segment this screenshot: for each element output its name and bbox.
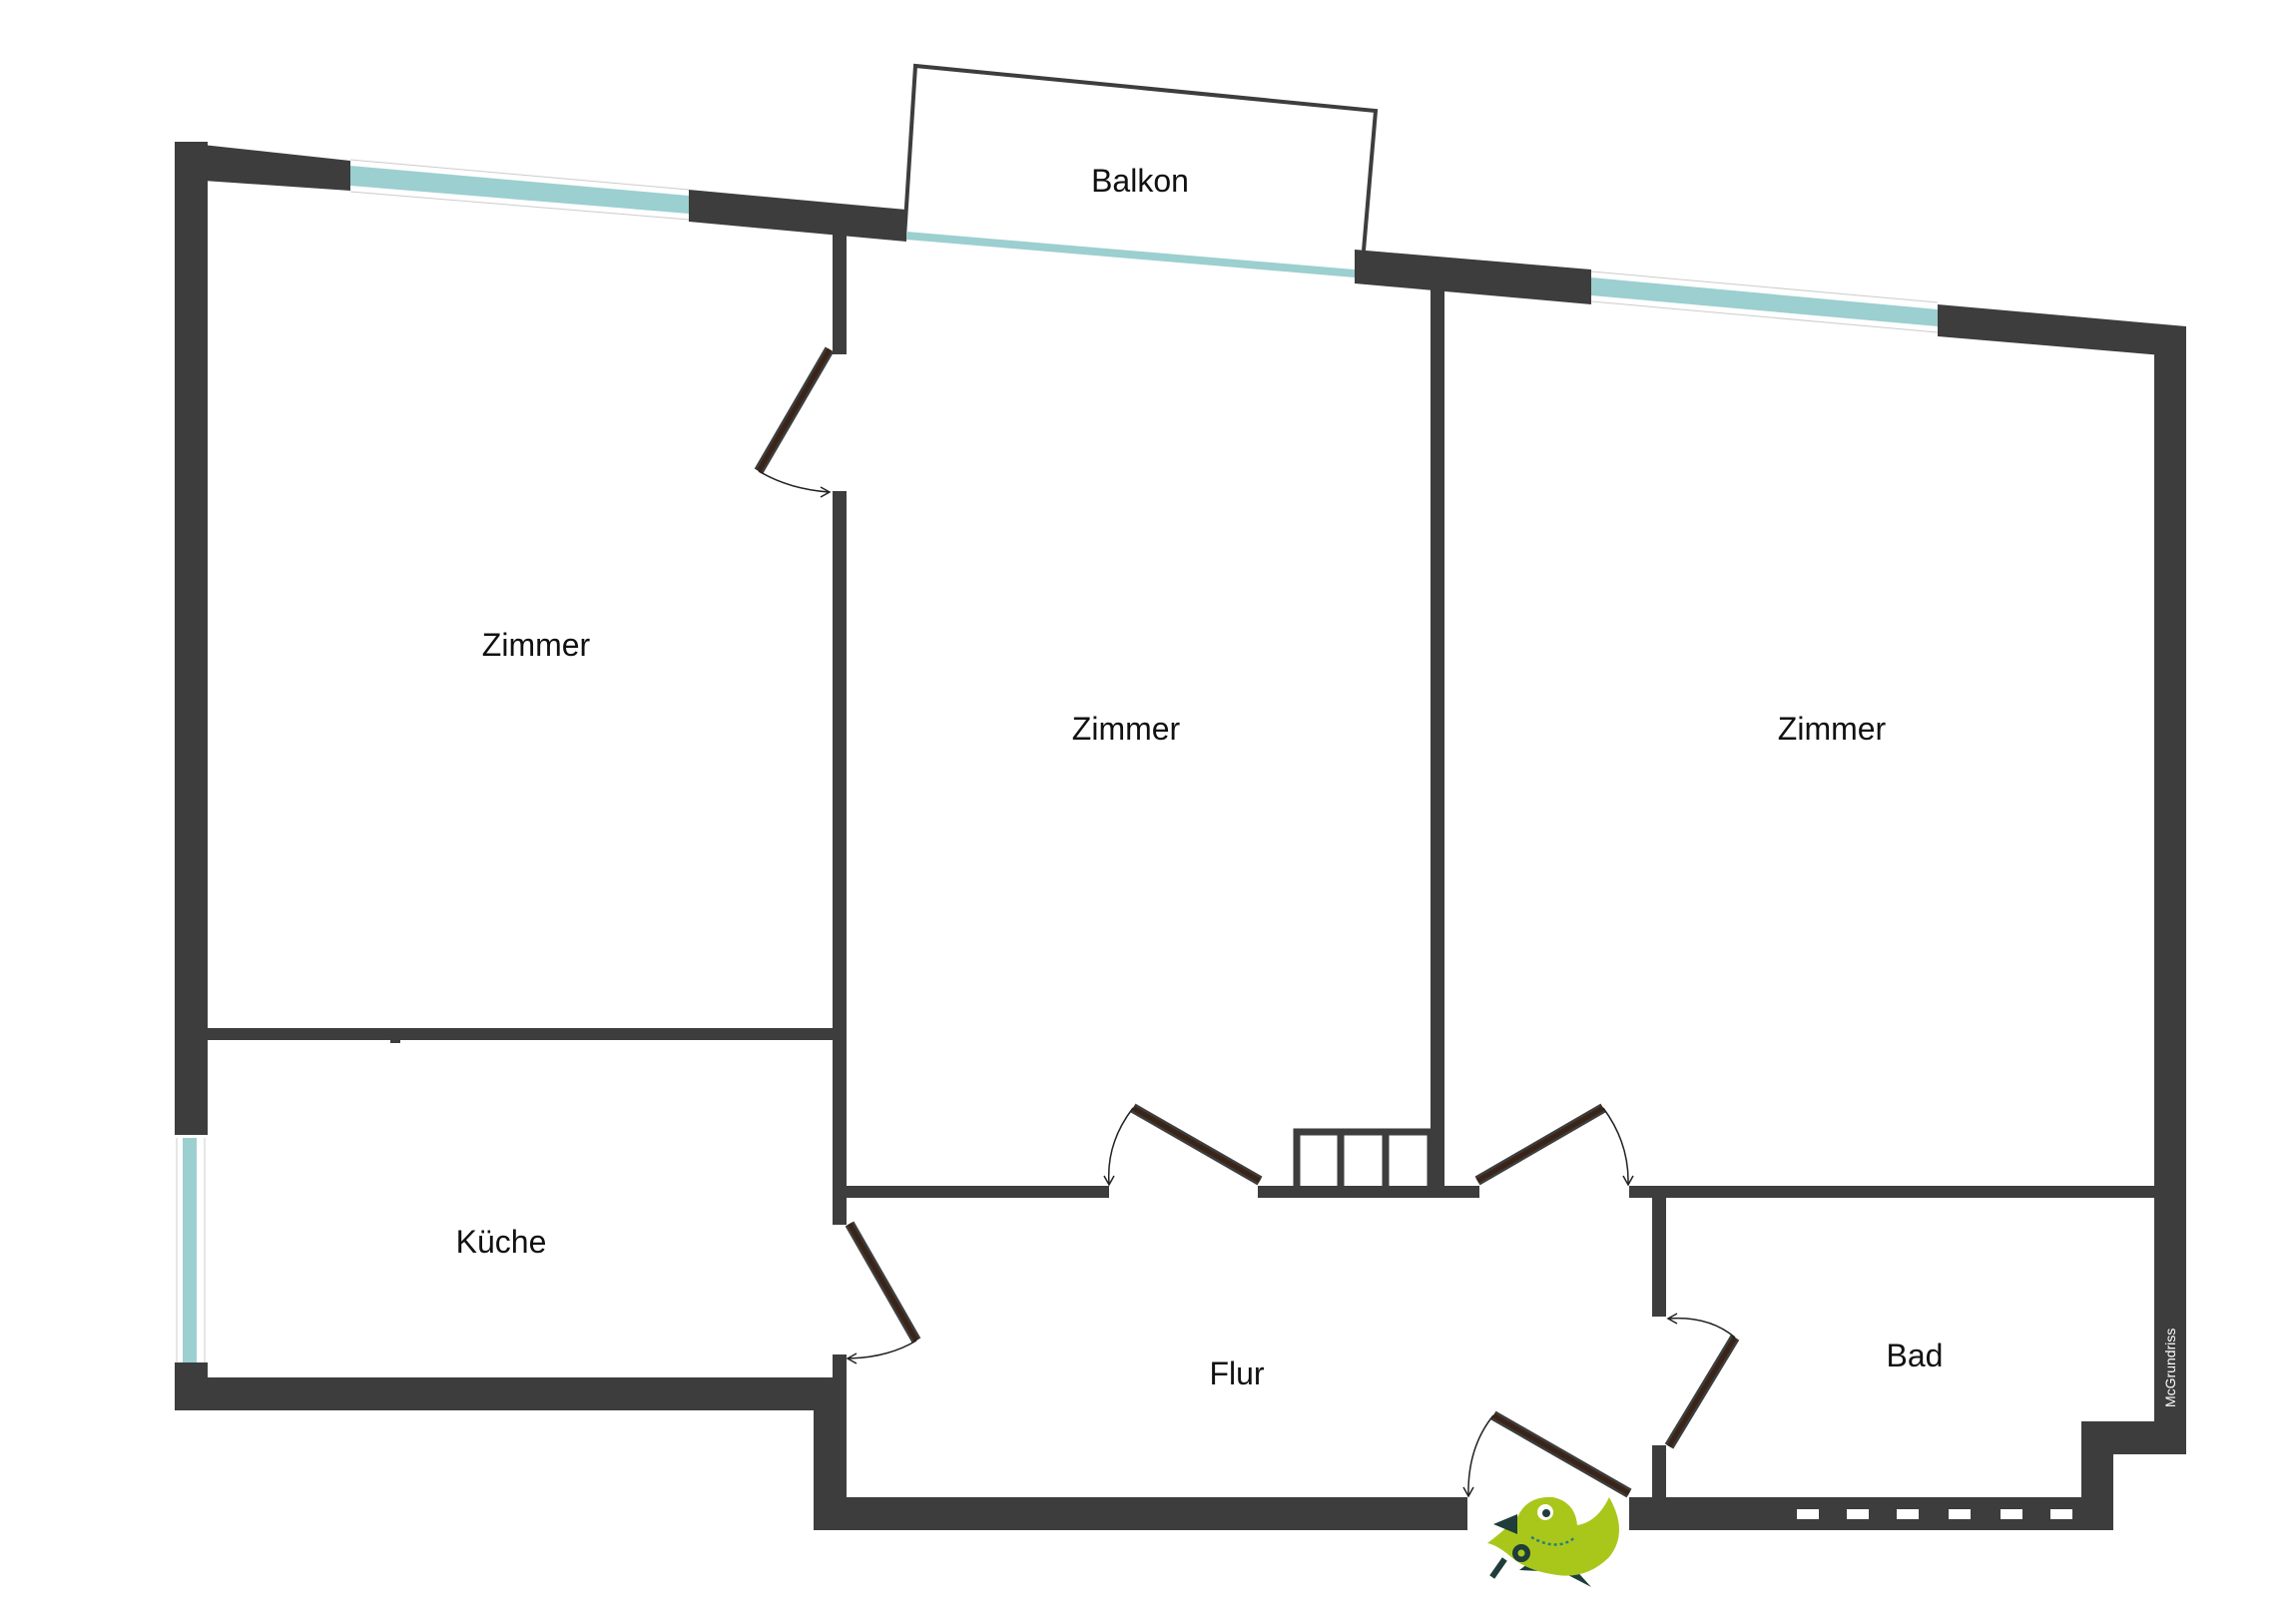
doors bbox=[754, 346, 1740, 1498]
room-label-zimmer-left: Zimmer bbox=[482, 627, 591, 663]
interior-walls bbox=[208, 230, 2154, 1500]
room-label-flur: Flur bbox=[1209, 1355, 1264, 1391]
room-label-zimmer-right: Zimmer bbox=[1778, 711, 1887, 747]
window-balcony-door bbox=[906, 232, 1355, 277]
bird-key-logo-icon bbox=[1487, 1496, 1619, 1587]
top-exterior-wall bbox=[175, 142, 2186, 357]
window-top-right bbox=[1591, 277, 1938, 326]
room-label-bad: Bad bbox=[1887, 1338, 1944, 1373]
balcony-outline bbox=[902, 63, 1379, 252]
room-label-zimmer-middle: Zimmer bbox=[1072, 711, 1181, 747]
shaft bbox=[1293, 1128, 1435, 1196]
bath-vents bbox=[1797, 1509, 2072, 1519]
room-label-kueche: Küche bbox=[456, 1224, 547, 1260]
room-label-balkon: Balkon bbox=[1091, 163, 1189, 199]
window-left-kitchen bbox=[183, 1138, 197, 1362]
exterior-walls bbox=[175, 142, 2186, 1530]
window-top-left bbox=[350, 166, 689, 214]
windows bbox=[176, 159, 1939, 1362]
watermark: McGrundriss bbox=[2162, 1329, 2178, 1407]
